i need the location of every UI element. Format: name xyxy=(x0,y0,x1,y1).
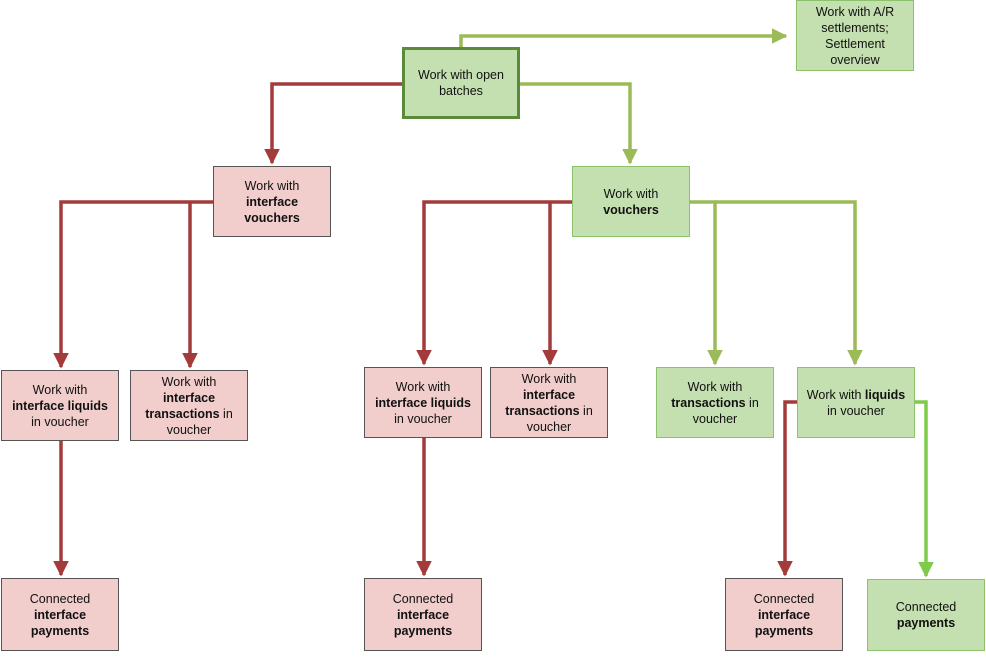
connector-v-to-transactions xyxy=(690,200,723,366)
node-label-bold: transactions xyxy=(505,403,580,418)
connector-lv-to-interface-payments xyxy=(777,400,797,577)
node-connected-interface-payments-3[interactable]: Connected interface payments xyxy=(725,578,843,651)
node-liquids-in-voucher[interactable]: Work with liquids in voucher xyxy=(797,367,915,438)
node-label-bold: interface xyxy=(757,607,811,622)
node-label-bold: payments xyxy=(393,623,453,638)
node-label: Work with xyxy=(32,382,88,397)
node-label: voucher xyxy=(526,419,572,434)
node-connected-payments[interactable]: Connected payments xyxy=(867,579,985,651)
node-label: Work with xyxy=(395,379,451,394)
node-ar-settlements[interactable]: Work with A/R settlements; Settlement ov… xyxy=(796,0,914,71)
node-label: overview xyxy=(830,52,880,67)
node-label-bold: interface liquids xyxy=(12,398,108,413)
node-label-bold: vouchers xyxy=(244,210,300,225)
node-transactions-in-voucher[interactable]: Work with transactions in voucher xyxy=(656,367,774,438)
node-label-bold: vouchers xyxy=(603,202,659,217)
node-label: Connected xyxy=(29,591,91,606)
node-label: Work with xyxy=(161,374,217,389)
node-label: Connected xyxy=(753,591,815,606)
node-connected-interface-payments-1[interactable]: Connected interface payments xyxy=(1,578,119,651)
node-interface-transactions-1[interactable]: Work with interface transactions in vouc… xyxy=(130,370,248,441)
node-work-with-open-batches[interactable]: Work with open batches xyxy=(402,47,520,119)
node-label: Settlement xyxy=(825,36,885,51)
node-label-bold: interface xyxy=(245,194,299,209)
node-label: in xyxy=(745,395,759,410)
connector-root-to-vouchers xyxy=(520,82,638,165)
node-label-bold: interface xyxy=(33,607,87,622)
connector-lv-to-payments xyxy=(915,400,934,578)
node-label-bold: liquids xyxy=(864,387,906,402)
node-label: in voucher xyxy=(394,411,452,426)
node-label: Work with xyxy=(521,371,577,386)
node-label: Work with xyxy=(244,178,300,193)
node-label: Work with xyxy=(687,379,743,394)
connector-root-to-ar xyxy=(459,28,788,47)
node-label-bold: interface xyxy=(162,390,216,405)
node-label: Work with xyxy=(806,387,865,402)
node-label-bold: interface liquids xyxy=(375,395,471,410)
node-label: batches xyxy=(439,84,483,98)
connector-root-to-interface-vouchers xyxy=(264,82,402,165)
node-interface-vouchers[interactable]: Work with interface vouchers xyxy=(213,166,331,237)
node-label: in xyxy=(579,403,593,418)
node-vouchers[interactable]: Work with vouchers xyxy=(572,166,690,237)
node-label: in voucher xyxy=(31,414,89,429)
node-label: Connected xyxy=(392,591,454,606)
node-label: voucher xyxy=(692,411,738,426)
node-interface-transactions-2[interactable]: Work with interface transactions in vouc… xyxy=(490,367,608,438)
node-interface-liquids-1[interactable]: Work with interface liquids in voucher xyxy=(1,370,119,441)
node-connected-interface-payments-2[interactable]: Connected interface payments xyxy=(364,578,482,651)
node-label-bold: payments xyxy=(30,623,90,638)
node-label: voucher xyxy=(166,422,212,437)
node-interface-liquids-2[interactable]: Work with interface liquids in voucher xyxy=(364,367,482,438)
node-label: in voucher xyxy=(827,403,885,418)
node-label-bold: payments xyxy=(754,623,814,638)
node-label-bold: payments xyxy=(896,616,956,630)
node-label: Connected xyxy=(895,600,957,614)
connector-v-to-interface-liquids xyxy=(416,200,572,366)
node-label: settlements; xyxy=(821,20,889,35)
node-label: Work with A/R xyxy=(815,4,895,19)
connector-iv-to-interface-liquids xyxy=(53,200,214,369)
node-label: Work with open xyxy=(418,68,504,82)
node-label-bold: transactions xyxy=(671,395,746,410)
node-label-bold: interface xyxy=(522,387,576,402)
node-label-bold: interface xyxy=(396,607,450,622)
node-label: in xyxy=(219,406,233,421)
node-label-bold: transactions xyxy=(145,406,220,421)
node-label: Work with xyxy=(603,186,659,201)
connector-v-to-liquids xyxy=(715,200,863,366)
